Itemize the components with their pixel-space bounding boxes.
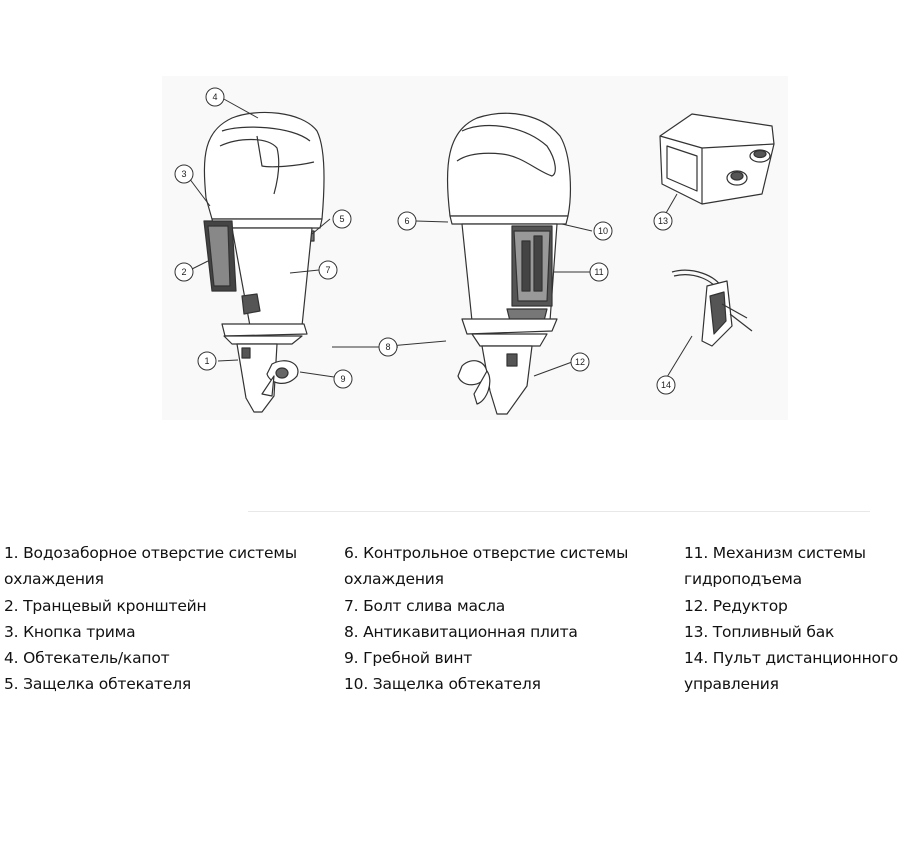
callout-12: 12 xyxy=(570,352,590,372)
callout-5: 5 xyxy=(332,209,352,229)
svg-text:11: 11 xyxy=(594,267,603,277)
remote-control-illustration xyxy=(671,269,753,347)
legend-item: охлаждения xyxy=(344,570,444,589)
legend-item: 11. Механизм системы xyxy=(684,544,866,562)
legend-item: 14. Пульт дистанционного xyxy=(684,649,899,668)
legend-column-3: 11. Механизм системы гидроподъема 12. Ре… xyxy=(684,540,898,698)
svg-text:8: 8 xyxy=(385,342,390,352)
legend-item: 10. Защелка обтекателя xyxy=(344,675,541,694)
legend-item: охлаждения xyxy=(4,570,104,589)
svg-text:12: 12 xyxy=(575,357,585,367)
callout-14: 14 xyxy=(656,375,676,395)
callout-8: 8 xyxy=(378,337,398,357)
legend-item: 6. Контрольное отверстие системы xyxy=(344,544,629,562)
callout-markers: 1 2 3 4 5 6 7 xyxy=(174,87,676,395)
fuel-tank-illustration xyxy=(659,113,775,205)
svg-text:9: 9 xyxy=(340,374,345,384)
outboard-motor-front-view xyxy=(203,111,325,413)
svg-text:2: 2 xyxy=(181,267,186,277)
svg-text:13: 13 xyxy=(658,216,668,226)
legend-item: 3. Кнопка трима xyxy=(4,622,136,641)
legend-column-1: 1. Водозаборное отверстие системы охлажд… xyxy=(4,540,297,698)
outboard-motor-diagram: 1 2 3 4 5 6 7 xyxy=(162,76,788,420)
legend-item: управления xyxy=(684,675,779,694)
legend-item: 5. Защелка обтекателя xyxy=(4,675,192,694)
legend-item: 12. Редуктор xyxy=(684,596,788,615)
legend-column-2: 6. Контрольное отверстие системы охлажде… xyxy=(344,540,628,698)
legend-item: гидроподъема xyxy=(684,570,802,589)
legend-item: 4. Обтекатель/капот xyxy=(4,649,170,668)
callout-4: 4 xyxy=(205,87,225,107)
svg-text:3: 3 xyxy=(181,169,186,179)
svg-text:14: 14 xyxy=(661,380,671,390)
svg-text:7: 7 xyxy=(325,265,330,275)
callout-1: 1 xyxy=(197,351,217,371)
callout-9: 9 xyxy=(333,369,353,389)
legend-item: 9. Гребной винт xyxy=(344,649,473,668)
svg-text:1: 1 xyxy=(204,356,209,366)
legend-item: 13. Топливный бак xyxy=(684,622,835,641)
divider xyxy=(248,511,870,512)
legend-item: 7. Болт слива масла xyxy=(344,596,506,615)
callout-7: 7 xyxy=(318,260,338,280)
svg-text:10: 10 xyxy=(598,226,608,236)
svg-text:4: 4 xyxy=(212,92,217,102)
callout-13: 13 xyxy=(653,211,673,231)
svg-text:5: 5 xyxy=(339,214,344,224)
callout-10: 10 xyxy=(593,221,613,241)
callout-11: 11 xyxy=(589,262,609,282)
svg-text:6: 6 xyxy=(404,216,409,226)
callout-6: 6 xyxy=(397,211,417,231)
legend-item: 1. Водозаборное отверстие системы xyxy=(4,544,297,562)
legend-item: 8. Антикавитационная плита xyxy=(344,622,578,641)
callout-3: 3 xyxy=(174,164,194,184)
outboard-motor-rear-view xyxy=(446,112,571,415)
callout-2: 2 xyxy=(174,262,194,282)
legend-item: 2. Транцевый кронштейн xyxy=(4,596,207,615)
